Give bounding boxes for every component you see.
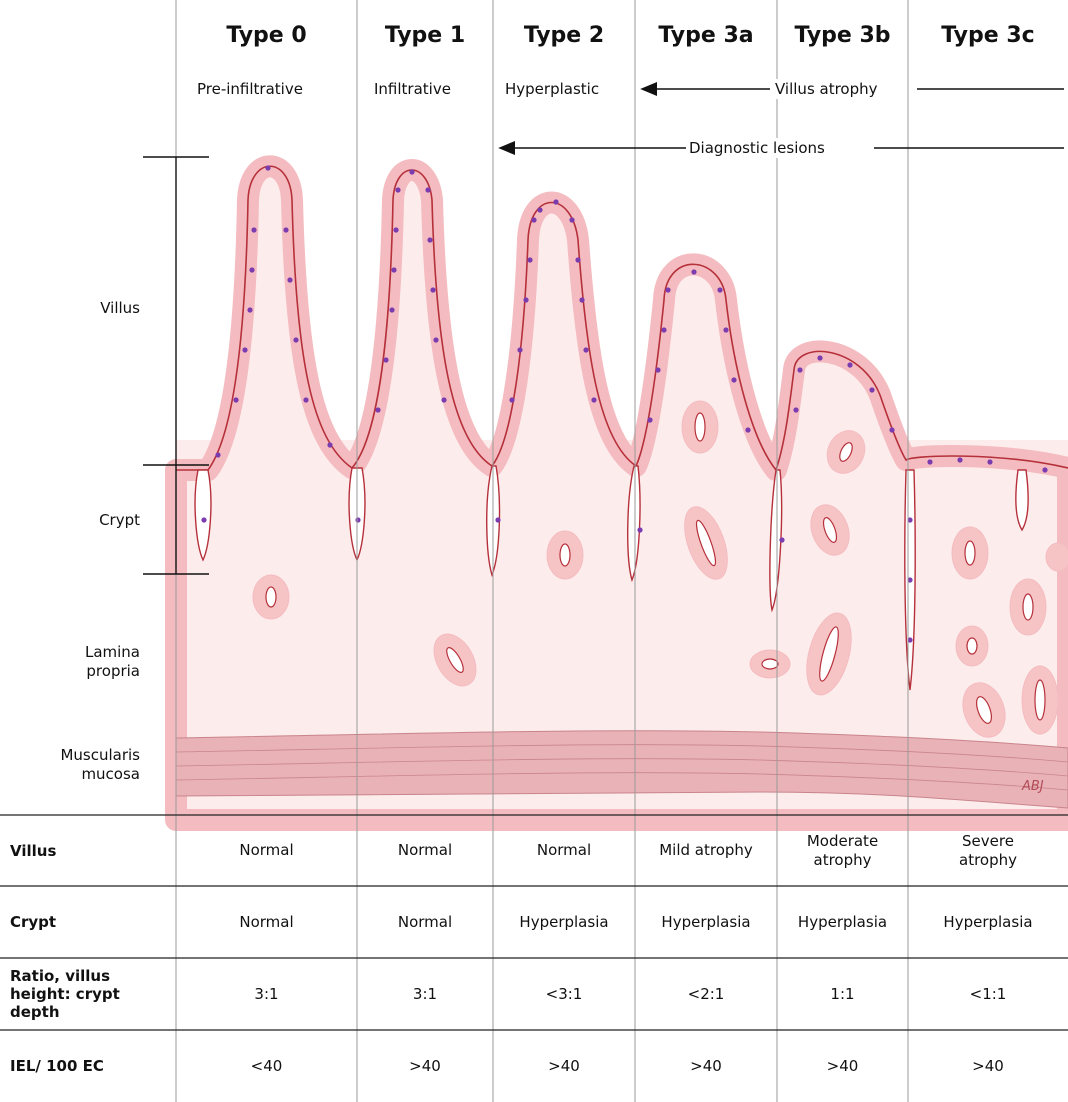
crypt-type-2: Hyperplasia (493, 886, 635, 958)
villus-type-3a: Mild atrophy (655, 815, 757, 886)
ratio-type-1: 3:1 (357, 958, 493, 1030)
crypt-type-3b: Hyperplasia (777, 886, 908, 958)
header-type-1: Type 1 (357, 16, 493, 56)
villus-type-3c: Severe atrophy (938, 815, 1038, 886)
row-label-crypt: Crypt (10, 886, 170, 958)
crypt-type-3a: Hyperplasia (635, 886, 777, 958)
villus-type-2: Normal (493, 815, 635, 886)
villus-type-1: Normal (357, 815, 493, 886)
villus-type-0: Normal (176, 815, 357, 886)
anatomy-label-lamina-propria: Lamina propria (40, 643, 140, 681)
header-type-3a: Type 3a (635, 16, 777, 56)
villus-type-3b: Moderate atrophy (787, 815, 898, 886)
category-pre-infiltrative: Pre-infiltrative (194, 79, 306, 99)
iel-type-3b: >40 (777, 1030, 908, 1102)
anatomy-label-muscularis-mucosa: Muscularis mucosa (20, 746, 140, 784)
label-diagnostic-lesions: Diagnostic lesions (686, 138, 828, 158)
row-label-ratio: Ratio, villus height: crypt depth (10, 958, 170, 1030)
ratio-type-3b: 1:1 (777, 958, 908, 1030)
anatomy-label-crypt: Crypt (20, 511, 140, 530)
crypt-type-3c: Hyperplasia (908, 886, 1068, 958)
header-type-2: Type 2 (493, 16, 635, 56)
iel-type-3c: >40 (908, 1030, 1068, 1102)
category-hyperplastic: Hyperplastic (502, 79, 602, 99)
iel-type-1: >40 (357, 1030, 493, 1102)
crypt-type-0: Normal (176, 886, 357, 958)
ratio-type-0: 3:1 (176, 958, 357, 1030)
iel-type-0: <40 (176, 1030, 357, 1102)
header-type-3c: Type 3c (908, 16, 1068, 56)
row-label-iel: IEL/ 100 EC (10, 1030, 110, 1102)
crypt-type-1: Normal (357, 886, 493, 958)
mucosa-epithelium (176, 166, 1068, 820)
ratio-type-2: <3:1 (493, 958, 635, 1030)
row-label-villus: Villus (10, 815, 170, 886)
ratio-type-3c: <1:1 (908, 958, 1068, 1030)
iel-type-3a: >40 (635, 1030, 777, 1102)
label-villus-atrophy: Villus atrophy (772, 79, 881, 99)
anatomy-label-villus: Villus (20, 299, 140, 318)
artist-watermark: ABJ (1021, 779, 1044, 794)
header-type-3b: Type 3b (777, 16, 908, 56)
ratio-type-3a: <2:1 (635, 958, 777, 1030)
header-type-0: Type 0 (176, 16, 357, 56)
iel-type-2: >40 (493, 1030, 635, 1102)
category-infiltrative: Infiltrative (371, 79, 454, 99)
